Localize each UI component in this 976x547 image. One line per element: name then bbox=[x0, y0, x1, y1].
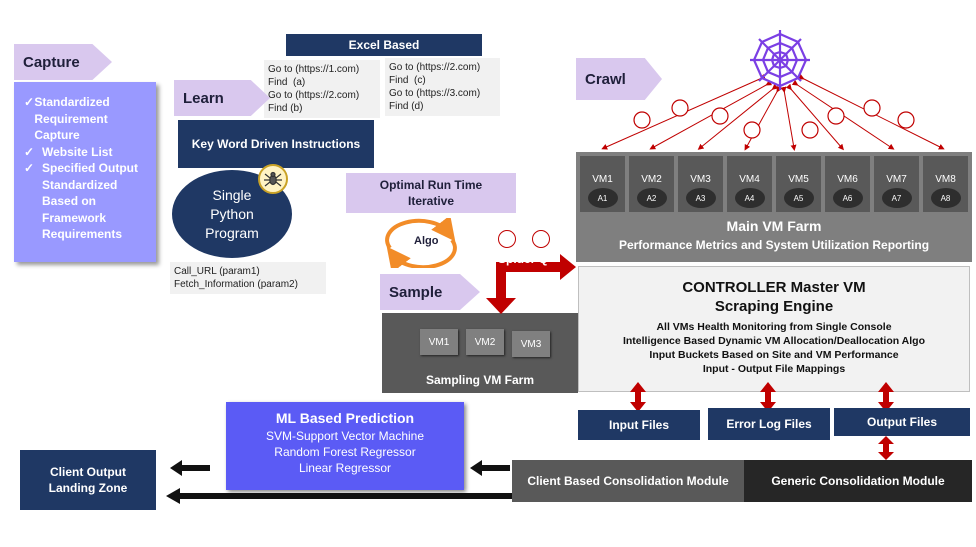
controller-line: Input Buckets Based on Site and VM Perfo… bbox=[649, 349, 899, 361]
check-icon: ✓ bbox=[24, 95, 35, 109]
capture-tag: Capture bbox=[14, 44, 112, 80]
spider-badge-icon bbox=[258, 164, 288, 194]
client-consolidation-module: Client Based Consolidation Module bbox=[512, 460, 744, 502]
spider-icon bbox=[532, 230, 550, 248]
capture-item: ✓Standardized Requirement Capture bbox=[24, 95, 110, 142]
sampling-vm-farm: VM1 VM2 VM3 Sampling VM Farm bbox=[382, 313, 578, 393]
main-vm-farm-title: Main VM Farm bbox=[726, 218, 822, 234]
ml-item: SVM-Support Vector Machine bbox=[265, 429, 425, 443]
spider-icons bbox=[633, 99, 915, 139]
sample-vm: VM3 bbox=[512, 331, 550, 357]
controller-line: Input - Output File Mappings bbox=[702, 363, 846, 375]
controller-line: Intelligence Based Dynamic VM Allocation… bbox=[622, 335, 926, 347]
flow-arrows bbox=[166, 460, 512, 504]
capture-item: ✓Specified Output bbox=[24, 161, 138, 175]
controller-line: All VMs Health Monitoring from Single Co… bbox=[656, 321, 892, 333]
function-list: Call_URL (param1) Fetch_Information (par… bbox=[170, 262, 326, 294]
spider-q-arrow bbox=[486, 254, 576, 314]
excel-based-header: Excel Based bbox=[286, 34, 482, 56]
learn-label: Learn bbox=[183, 89, 224, 107]
main-vm-farm-subtitle: Performance Metrics and System Utilizati… bbox=[618, 238, 930, 252]
capture-box: ✓Standardized Requirement Capture ✓Websi… bbox=[14, 82, 156, 262]
sampling-farm-label: Sampling VM Farm bbox=[425, 373, 535, 387]
sample-tag: Sample bbox=[380, 274, 480, 310]
spider-web-network bbox=[601, 30, 945, 151]
web-icon bbox=[750, 30, 810, 90]
capture-item: ✓Website List bbox=[24, 144, 113, 159]
file-arrows bbox=[630, 382, 894, 460]
algo-label: Algo bbox=[414, 235, 439, 247]
code-block-left: Go to (https://1.com) Find (a) Go to (ht… bbox=[264, 60, 380, 118]
learn-tag: Learn bbox=[174, 80, 270, 116]
controller-title: CONTROLLER Master VM bbox=[682, 279, 866, 296]
spider-icon bbox=[498, 230, 516, 248]
ml-item: Linear Regressor bbox=[298, 461, 392, 475]
capture-label: Capture bbox=[23, 53, 80, 71]
optimal-run-time-box: Optimal Run Time Iterative bbox=[346, 173, 516, 213]
sample-label: Sample bbox=[389, 283, 443, 301]
sample-vm: VM1 bbox=[420, 329, 458, 355]
spider-q-label: Spider Q bbox=[498, 252, 549, 266]
ml-prediction-box: ML Based Prediction SVM-Support Vector M… bbox=[226, 402, 464, 490]
error-log-files-box: Error Log Files bbox=[708, 408, 830, 440]
output-files-box: Output Files bbox=[834, 408, 970, 436]
ml-item: Random Forest Regressor bbox=[274, 445, 416, 459]
sample-vm: VM2 bbox=[466, 329, 504, 355]
controller-subtitle: Scraping Engine bbox=[714, 298, 834, 315]
capture-extra: Standardized Based on Framework Requirem… bbox=[42, 177, 123, 242]
check-icon: ✓ bbox=[24, 144, 35, 159]
controller-master-vm: CONTROLLER Master VM Scraping Engine All… bbox=[578, 266, 970, 392]
keyword-driven-box: Key Word Driven Instructions bbox=[178, 120, 374, 168]
check-icon: ✓ bbox=[24, 161, 35, 175]
generic-consolidation-module: Generic Consolidation Module bbox=[744, 460, 972, 502]
client-output-landing-zone: Client Output Landing Zone bbox=[20, 450, 156, 510]
input-files-box: Input Files bbox=[578, 410, 700, 440]
algo-cycle-icon bbox=[385, 218, 457, 268]
ml-title: ML Based Prediction bbox=[275, 410, 415, 426]
code-block-right: Go to (https://2.com) Find (c) Go to (ht… bbox=[385, 58, 500, 116]
